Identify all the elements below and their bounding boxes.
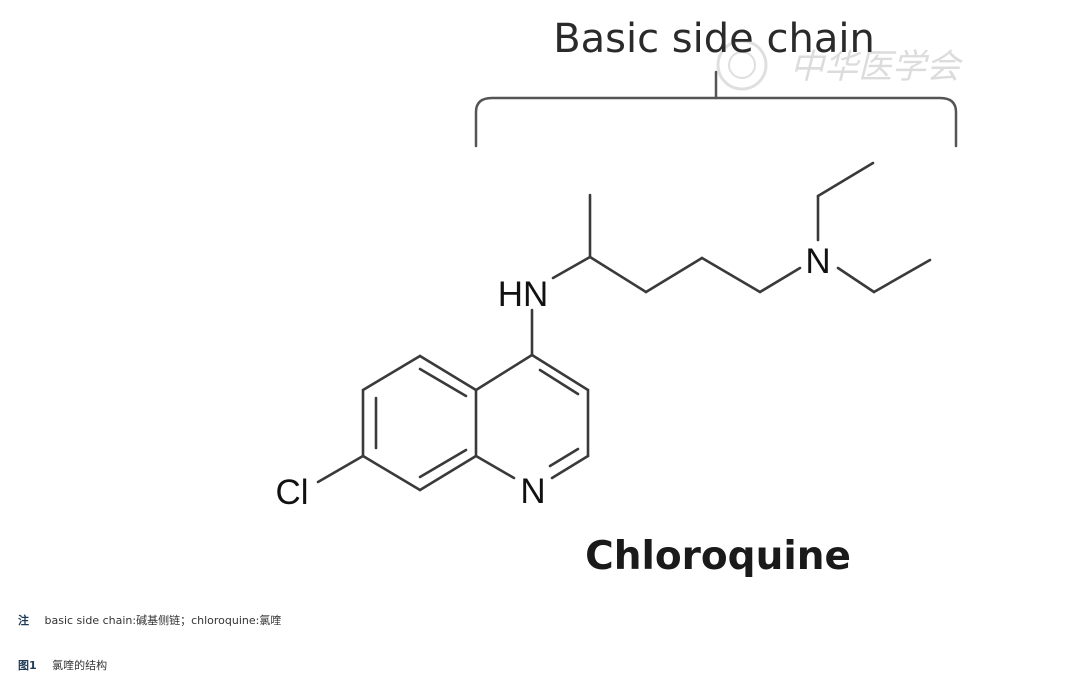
bond-lines	[316, 161, 932, 492]
watermark-seal-icon	[716, 39, 768, 91]
bond-c4-c3-double	[538, 368, 580, 396]
bond-c8-c8a	[418, 454, 478, 492]
bond-chain-4	[758, 266, 802, 294]
bond-chain-3	[700, 256, 762, 294]
figure-caption: 图1 氯喹的结构	[18, 657, 107, 673]
figure-number: 图1	[18, 659, 37, 672]
bond-c4a-c4	[474, 353, 534, 392]
bond-c2-n1-double	[548, 447, 580, 468]
bond-c8-c8a-double	[418, 448, 468, 479]
bond-chain-1	[588, 255, 648, 294]
bond-c7-cl	[316, 454, 365, 484]
watermark: 中华医学会	[716, 39, 964, 91]
bond-ethyl-up-2	[816, 161, 875, 198]
bond-ethyl-down-1	[836, 266, 876, 294]
bracket-curve	[474, 96, 958, 148]
bond-c4a-c5	[418, 354, 478, 392]
watermark-text: 中华医学会	[790, 47, 964, 87]
watermark-seal-inner-icon	[728, 51, 756, 79]
compound-name: Chloroquine	[585, 534, 851, 579]
figure-title: 氯喹的结构	[52, 659, 108, 672]
bond-ethyl-down-2	[872, 258, 932, 294]
bond-c2-n1	[550, 454, 590, 480]
figure-note: 注 basic side chain:碱基侧链；chloroquine:氯喹	[18, 612, 281, 628]
atom-n-ring: N	[520, 472, 545, 511]
atom-cl: Cl	[275, 473, 308, 512]
chloroquine-structure-diagram: 中华医学会 Basic side chain	[275, 16, 964, 579]
bond-chain-2	[644, 256, 704, 294]
bond-c4-c3	[530, 353, 590, 392]
side-chain-bracket	[474, 70, 958, 148]
atom-hn: HN	[498, 275, 549, 314]
note-lead: 注	[18, 614, 29, 627]
bond-n-ch	[551, 255, 592, 280]
atom-n-amine: N	[805, 242, 830, 281]
bond-n1-c8a	[474, 454, 516, 480]
bracket-label: Basic side chain	[553, 16, 875, 62]
bond-c7-c8	[361, 454, 422, 492]
bond-c5-c6	[361, 354, 422, 392]
note-text: basic side chain:碱基侧链；chloroquine:氯喹	[44, 614, 282, 627]
bond-c4a-c5-double	[418, 367, 468, 398]
